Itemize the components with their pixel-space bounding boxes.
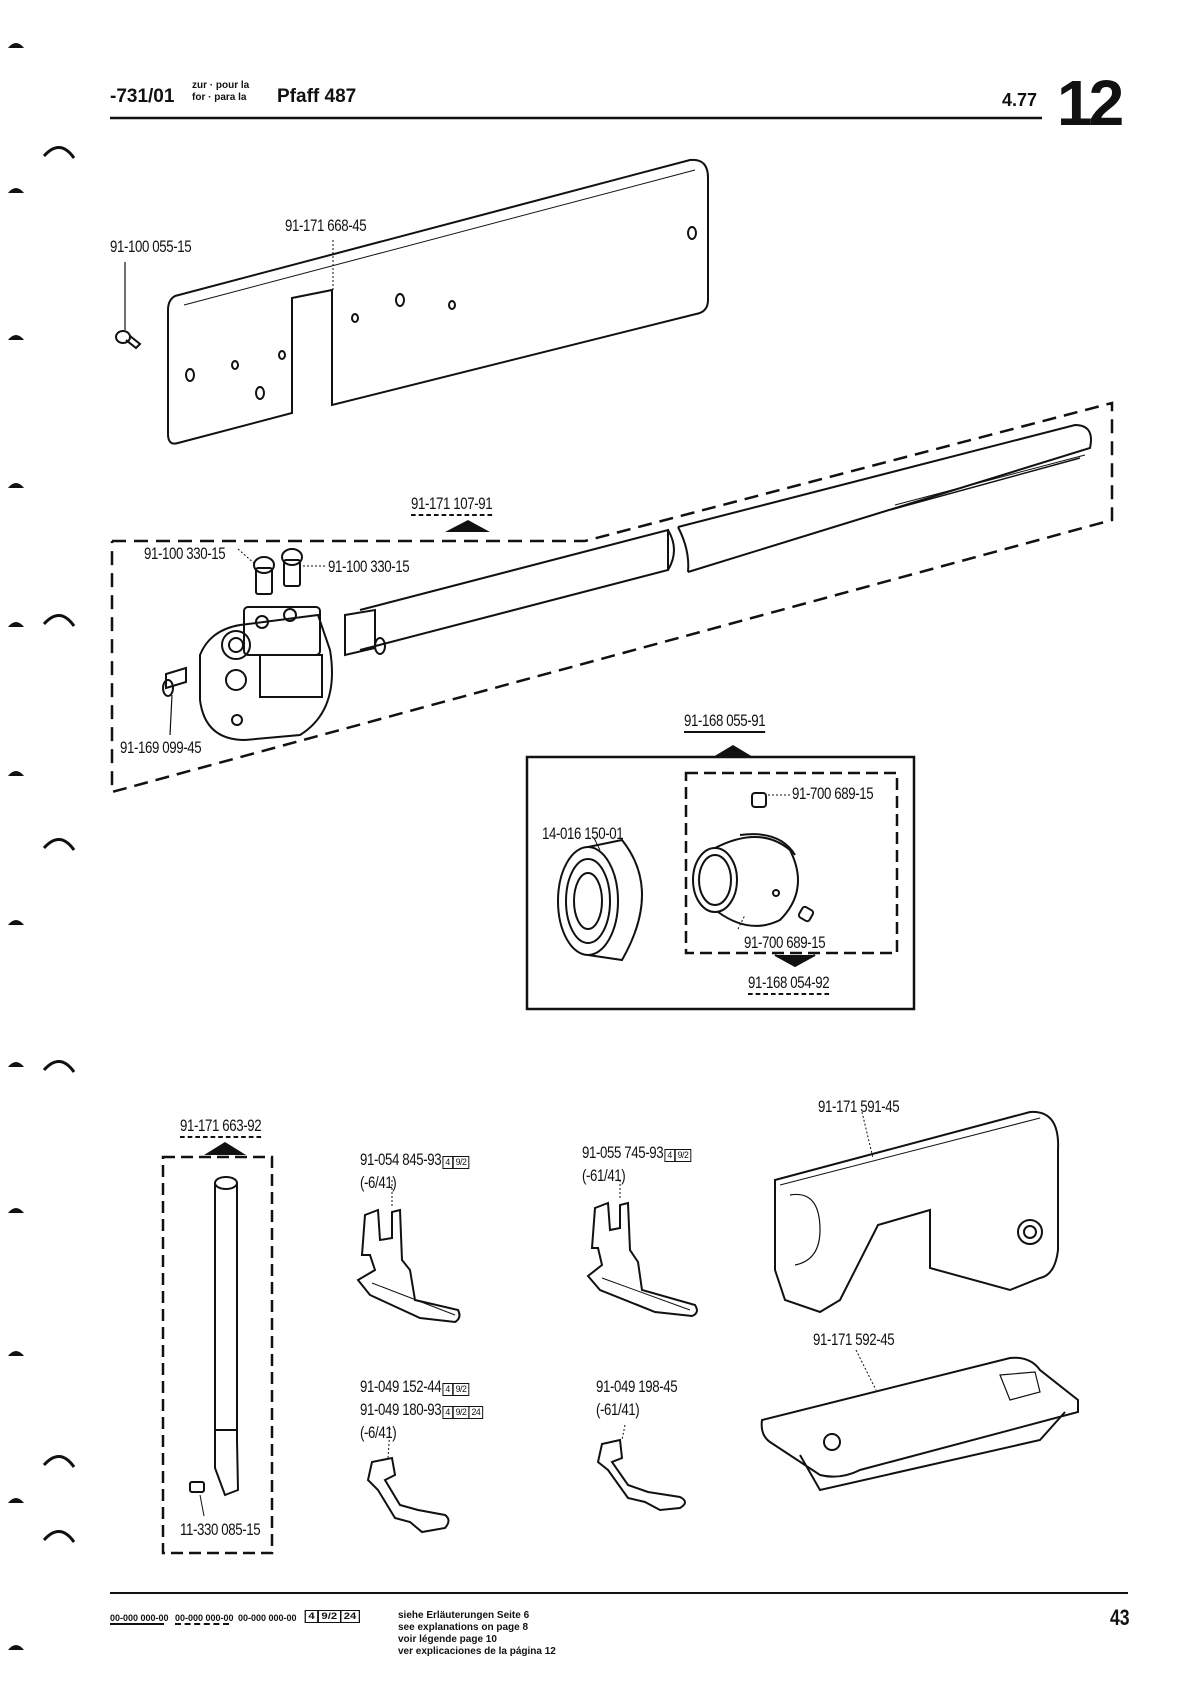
machine-model: Pfaff 487 (277, 86, 357, 107)
screw-drawing-1 (115, 262, 142, 350)
lang-line-1: zur · pour la (192, 80, 250, 91)
shaft-drawing (344, 423, 1092, 657)
eccentric-drawing (692, 792, 815, 927)
presser-foot-3-drawing (366, 1427, 450, 1534)
part-label: 91-169 099-45 (120, 738, 202, 757)
crank-drawing (162, 548, 333, 742)
part-label: 91-100 055-15 (110, 237, 192, 256)
triangle-marker (445, 520, 490, 532)
part-label: 91-049 198-45 (596, 1377, 678, 1396)
presser-foot-2-drawing (586, 1180, 698, 1318)
part-label: 91-171 663-92 (180, 1116, 262, 1138)
margin-marks (8, 43, 24, 1650)
note-es: ver explicaciones de la página 12 (398, 1646, 556, 1657)
legend-solid: 00-000 000-00 (110, 1613, 169, 1623)
note-en: see explanations on page 8 (398, 1622, 529, 1633)
presser-foot-4-drawing (596, 1424, 686, 1512)
page-number: 43 (1110, 1605, 1130, 1630)
part-sublabel: (-61/41) (596, 1400, 640, 1419)
part-label: 91-171 107-91 (411, 494, 493, 516)
lang-line-2: for · para la (192, 92, 247, 103)
part-label: 91-700 689-15 (744, 933, 826, 952)
part-label: 91-171 592-45 (813, 1330, 895, 1349)
catalog-code: -731/01 (110, 86, 175, 107)
base-plate-drawing (760, 1349, 1079, 1492)
part-label: 91-100 330-15 (144, 544, 226, 563)
shaft-assembly-frame (110, 401, 1114, 794)
part-sublabel: (-6/41) (360, 1173, 397, 1192)
presser-foot-1-drawing (356, 1180, 461, 1324)
margin-arcs (42, 146, 76, 1543)
bearing-drawing (557, 837, 643, 962)
part-label: 91-168 054-92 (748, 973, 830, 995)
part-label: 91-168 055-91 (684, 711, 766, 733)
legend-solid-line (110, 1623, 164, 1625)
legend-dashed: 00-000 000-00 (175, 1613, 234, 1623)
part-sublabel: (-61/41) (582, 1166, 626, 1185)
arm-housing-drawing (774, 1110, 1060, 1314)
part-label: 91-171 591-45 (818, 1097, 900, 1116)
part-sublabel: (-6/41) (360, 1423, 397, 1442)
part-label: 91-171 668-45 (285, 216, 367, 235)
part-label: 11-330 085-15 (180, 1520, 261, 1539)
part-label: 91-700 689-15 (792, 784, 874, 803)
legend-plain: 00-000 000-00 (238, 1613, 297, 1623)
part-label: 91-100 330-15 (328, 557, 410, 576)
needle-bar-drawing (189, 1176, 240, 1517)
legend-dashed-line (175, 1623, 229, 1625)
page-group-number: 12 (1057, 67, 1124, 139)
cover-plate-drawing (167, 158, 709, 445)
note-de: siehe Erläuterungen Seite 6 (398, 1610, 530, 1621)
issue-date: 4.77 (1002, 90, 1038, 110)
note-fr: voir légende page 10 (398, 1634, 497, 1645)
part-label: 14-016 150-01 (542, 824, 624, 843)
